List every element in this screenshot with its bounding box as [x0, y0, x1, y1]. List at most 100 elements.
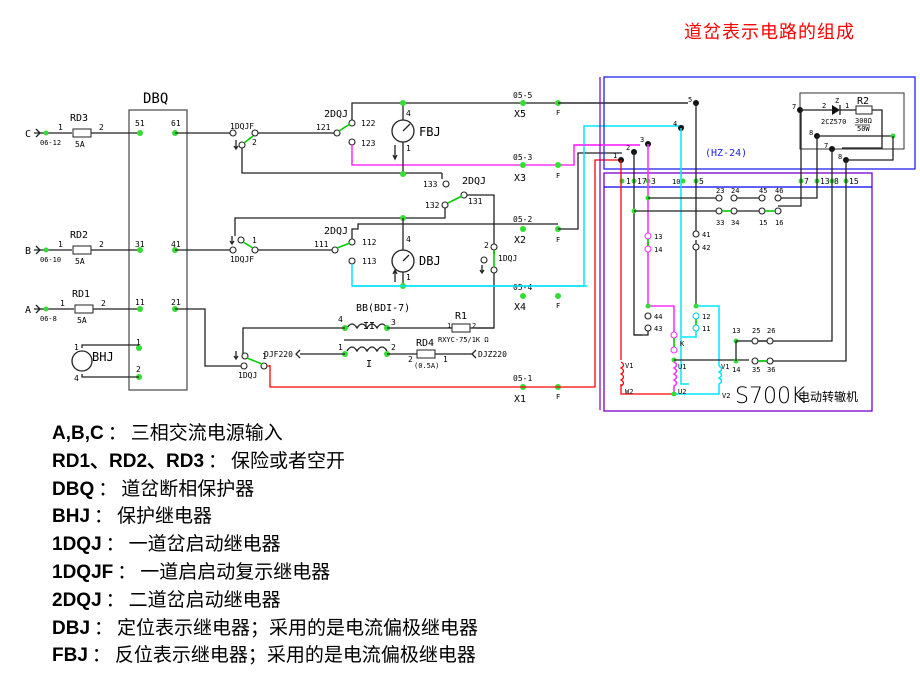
svg-text:C: C: [25, 129, 31, 140]
dbq-pin-1: 1: [136, 338, 141, 347]
legend: A,B,C：三相交流电源输入 RD1、RD2、RD3：保险或者空开 DBQ：道岔…: [52, 420, 478, 670]
svg-text:F: F: [556, 172, 560, 180]
svg-text:DBJ: DBJ: [419, 254, 441, 268]
svg-text:17: 17: [637, 177, 647, 186]
legend-separator: ：: [91, 644, 111, 667]
terminal-x4: 05-4 X4 F: [513, 283, 561, 313]
svg-text:13: 13: [654, 233, 662, 241]
legend-desc: 定位表示继电器；采用的是电流偏极继电器: [117, 616, 479, 639]
hz24-box[interactable]: [603, 76, 916, 170]
s700k-contacts: 23 24 45 46 33 34 15 16 13 14 41 42 44 4…: [631, 187, 783, 374]
svg-text:FBJ: FBJ: [419, 125, 441, 139]
svg-text:131: 131: [468, 197, 483, 206]
svg-text:1: 1: [74, 343, 79, 352]
svg-text:7: 7: [824, 142, 828, 150]
svg-text:V1: V1: [625, 362, 633, 370]
svg-text:RXYC-75/1K Ω: RXYC-75/1K Ω: [438, 336, 489, 344]
terminal-x2: 05-2 X2 F: [513, 215, 561, 246]
svg-text:44: 44: [654, 313, 662, 321]
label-1dqjf-top: 1DQJF: [230, 122, 254, 131]
svg-text:X3: X3: [514, 173, 526, 184]
svg-text:W2: W2: [625, 388, 633, 396]
svg-text:2: 2: [626, 144, 630, 152]
label-1dqj-bottom: 1DQJ: [238, 371, 257, 380]
svg-text:300Ω: 300Ω: [855, 117, 872, 125]
svg-text:05-3: 05-3: [513, 153, 532, 162]
djz220-label: DJZ220: [478, 350, 507, 359]
svg-text:2: 2: [472, 322, 476, 330]
legend-separator: ：: [208, 449, 228, 472]
legend-row: A,B,C：三相交流电源输入: [52, 420, 478, 448]
dbq-pin-31: 31: [135, 240, 145, 249]
svg-text:14: 14: [654, 246, 662, 254]
dbq-pin-61: 61: [171, 119, 181, 128]
svg-text:132: 132: [425, 201, 440, 210]
legend-key: A,B,C: [52, 423, 104, 444]
svg-text:A: A: [25, 305, 31, 316]
legend-row: DBJ：定位表示继电器；采用的是电流偏极继电器: [52, 615, 478, 643]
machine-model: S700K: [735, 384, 806, 409]
legend-separator: ：: [117, 560, 137, 583]
machine-name: 电动转辙机: [798, 389, 858, 404]
svg-text:5A: 5A: [75, 140, 85, 149]
svg-text:1: 1: [406, 144, 411, 153]
svg-text:133: 133: [423, 180, 438, 189]
svg-text:23: 23: [716, 187, 724, 195]
svg-text:15: 15: [759, 219, 767, 227]
legend-row: FBJ：反位表示继电器；采用的是电流偏极继电器: [52, 642, 478, 670]
legend-desc: 一道启启动复示继电器: [140, 560, 331, 583]
svg-text:RD1: RD1: [72, 289, 90, 300]
svg-text:X4: X4: [514, 302, 526, 313]
svg-text:U2: U2: [678, 388, 686, 396]
svg-text:42: 42: [702, 244, 710, 252]
legend-separator: ：: [98, 477, 118, 500]
svg-text:1: 1: [443, 355, 448, 364]
legend-row: 1DQJF：一道启启动复示继电器: [52, 559, 478, 587]
svg-text:12: 12: [702, 313, 710, 321]
svg-text:5: 5: [688, 96, 692, 104]
svg-text:50W: 50W: [857, 125, 870, 133]
svg-text:112: 112: [362, 238, 377, 247]
legend-separator: ：: [107, 422, 127, 444]
svg-text:3: 3: [651, 177, 656, 186]
legend-row: 2DQJ：二道岔启动继电器: [52, 587, 478, 615]
svg-text:2: 2: [101, 299, 106, 308]
svg-text:121: 121: [316, 123, 331, 132]
svg-text:8: 8: [834, 177, 839, 186]
svg-text:111: 111: [314, 240, 329, 249]
svg-text:1: 1: [60, 299, 65, 308]
svg-text:1: 1: [252, 236, 257, 245]
svg-text:10: 10: [672, 178, 680, 186]
label-2dqj-3: 2DQJ: [324, 226, 348, 237]
svg-text:B: B: [25, 246, 31, 257]
svg-text:2: 2: [99, 123, 104, 132]
s700k-box[interactable]: [603, 172, 873, 412]
label-1dqj-right: 1DQJ: [498, 254, 517, 263]
dbq-pin-51: 51: [135, 119, 145, 128]
dbq-node-51: [137, 130, 143, 136]
svg-text:34: 34: [731, 219, 739, 227]
svg-text:1: 1: [338, 343, 343, 352]
svg-text:4: 4: [406, 235, 411, 244]
legend-separator: ：: [105, 533, 125, 556]
legend-key: 2DQJ: [52, 589, 102, 611]
svg-text:15: 15: [849, 177, 859, 186]
legend-key: 1DQJ: [52, 534, 102, 556]
dbq-pin-2: 2: [136, 365, 141, 374]
svg-text:7: 7: [792, 103, 796, 111]
svg-text:05-5: 05-5: [513, 91, 532, 100]
svg-text:7: 7: [804, 177, 809, 186]
legend-row: RD1、RD2、RD3：保险或者空开: [52, 448, 478, 476]
bhj-relay: BHJ 1 4: [71, 343, 139, 383]
svg-text:05-1: 05-1: [513, 374, 532, 383]
svg-text:1: 1: [58, 240, 63, 249]
phase-b-input: B 06-10 1 2 RD2 5A: [25, 230, 138, 266]
terminal-x1: 05-1 X1 F: [513, 374, 561, 405]
circuit-diagram: DBQ 51 61 31 41 11 21 1 2 C 06-12 1 2 RD…: [25, 76, 916, 412]
svg-text:F: F: [556, 302, 560, 310]
svg-text:8: 8: [838, 153, 842, 161]
svg-text:1: 1: [58, 123, 63, 132]
svg-text:I: I: [366, 359, 372, 370]
svg-text:R1: R1: [455, 311, 467, 322]
svg-text:06-12: 06-12: [40, 139, 61, 147]
